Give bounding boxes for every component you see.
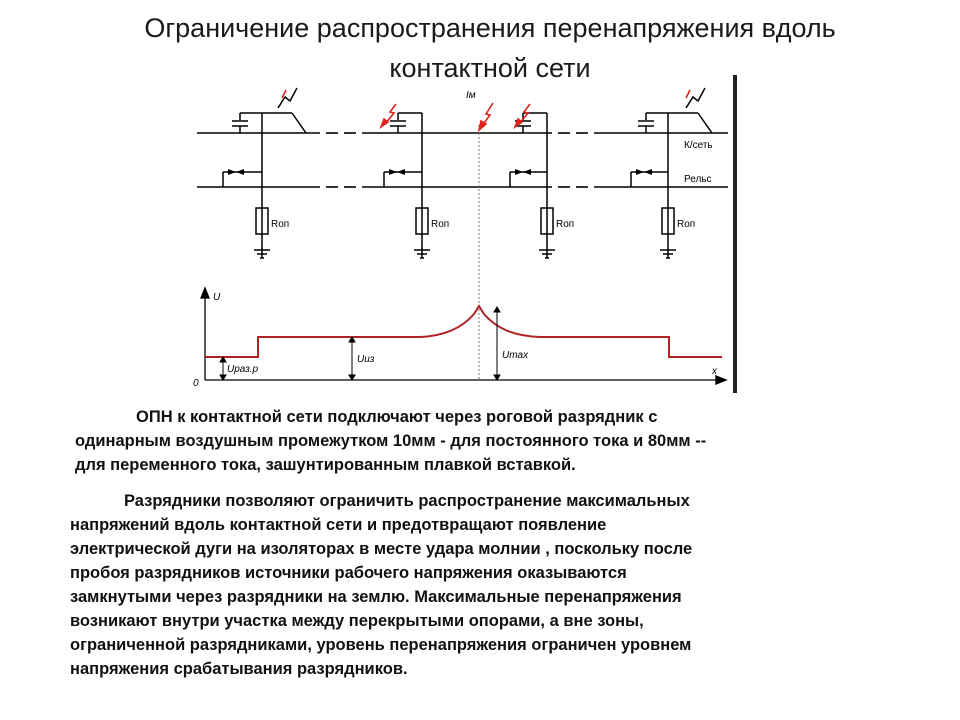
paragraph-arresters-line-3: электрической дуги на изоляторах в месте… <box>70 540 693 558</box>
paragraph-arresters-line-5: замкнутыми через разрядники на землю. Ма… <box>70 588 682 606</box>
dimension-markers <box>219 306 501 381</box>
arrester-marks <box>228 169 652 175</box>
resistor-label-1: Rоп <box>271 219 289 230</box>
contact-line-label: К/сеть <box>684 140 713 151</box>
paragraph-opn-line-2: одинарным воздушным промежутком 10мм - д… <box>75 432 707 450</box>
rail-label: Рельс <box>684 174 712 185</box>
paragraph-arresters-line-1: Разрядники позволяют ограничить распрост… <box>124 492 690 510</box>
resistor-label-2: Rоп <box>431 219 449 230</box>
support-1 <box>222 87 307 259</box>
paragraph-arresters-line-2: напряжений вдоль контактной сети и предо… <box>70 516 607 534</box>
slide-title: Ограничение распространения перенапряжен… <box>0 8 960 88</box>
resistor-label-3: Rоп <box>556 219 574 230</box>
u-axis-label: U <box>213 292 221 303</box>
support-4 <box>630 87 713 259</box>
voltage-graph-axes <box>200 286 728 385</box>
paragraph-arresters-line-4: пробоя разрядников источники рабочего на… <box>70 564 627 582</box>
current-label: Iм <box>466 90 476 101</box>
u-raz-label: Uраз.р <box>227 364 259 375</box>
diagram-border-bar <box>733 75 737 393</box>
paragraph-arresters: Разрядники позволяют ограничить распрост… <box>70 489 880 681</box>
support-2 <box>383 112 430 259</box>
u-max-label: Umax <box>502 350 529 361</box>
title-line-1: Ограничение распространения перенапряжен… <box>144 13 836 43</box>
paragraph-opn-line-1: ОПН к контактной сети подключают через р… <box>136 408 658 426</box>
overvoltage-curve <box>205 304 722 358</box>
paragraph-arresters-line-7: ограниченной разрядниками, уровень перен… <box>70 636 692 654</box>
u-iz-label: Uиз <box>357 354 375 365</box>
title-line-2: контактной сети <box>389 53 591 83</box>
paragraph-arresters-line-8: напряжения срабатывания разрядников. <box>70 660 408 678</box>
lightning-arrows <box>281 89 691 133</box>
paragraph-opn-line-3: для переменного тока, зашунтированным пл… <box>75 456 576 474</box>
paragraph-opn: ОПН к контактной сети подключают через р… <box>75 405 898 477</box>
origin-label: 0 <box>193 378 199 389</box>
paragraph-arresters-line-6: возникают внутри участка между перекрыты… <box>70 612 644 630</box>
x-axis-label: x <box>711 366 718 377</box>
support-3 <box>509 112 555 259</box>
resistor-label-4: Rоп <box>677 219 695 230</box>
